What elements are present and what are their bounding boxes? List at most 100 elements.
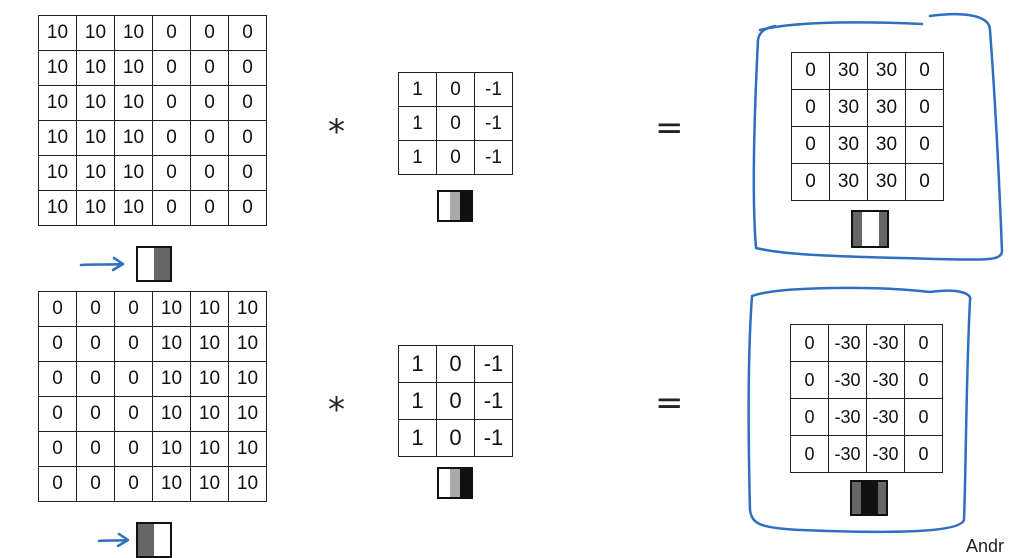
matrix-cell: 10 — [190, 291, 229, 327]
matrix-cell: -1 — [474, 140, 513, 175]
output-icon-stripe-1 — [853, 212, 862, 246]
matrix-cell: 10 — [190, 431, 229, 467]
matrix-cell: 10 — [38, 120, 77, 156]
highlight-outline-bottom — [747, 286, 972, 534]
matrix-cell: 0 — [904, 398, 943, 436]
matrix-cell: 10 — [190, 396, 229, 432]
matrix-cell: -30 — [828, 361, 867, 399]
output-icon-stripe-1 — [852, 482, 861, 514]
matrix-cell: 0 — [790, 324, 829, 362]
matrix-cell: -30 — [866, 398, 905, 436]
matrix-cell: 10 — [76, 190, 115, 226]
matrix-cell: 0 — [190, 155, 229, 191]
matrix-cell: 0 — [905, 163, 944, 201]
equals-sign-bottom: = — [655, 383, 684, 423]
matrix-cell: 30 — [867, 126, 906, 164]
matrix-cell: 0 — [38, 291, 77, 327]
convolution-operator-bottom: * — [328, 390, 345, 430]
matrix-cell: 0 — [790, 398, 829, 436]
matrix-cell: 10 — [76, 15, 115, 51]
matrix-cell: 10 — [152, 396, 191, 432]
matrix-cell: -1 — [474, 382, 513, 420]
matrix-cell: 0 — [228, 85, 267, 121]
matrix-cell: 1 — [398, 419, 437, 457]
highlight-outline-top — [752, 13, 1004, 261]
matrix-cell: 10 — [38, 155, 77, 191]
matrix-cell: 0 — [114, 396, 153, 432]
output-icon-stripe-2 — [861, 212, 870, 246]
matrix-cell: 10 — [152, 431, 191, 467]
matrix-cell: 10 — [228, 291, 267, 327]
output-icon-stripe-4 — [878, 212, 887, 246]
matrix-cell: 0 — [904, 435, 943, 473]
matrix-cell: 1 — [398, 72, 437, 107]
matrix-cell: 30 — [867, 89, 906, 127]
arrow-icon-top — [79, 256, 125, 272]
matrix-cell: 1 — [398, 106, 437, 141]
matrix-cell: 0 — [38, 396, 77, 432]
image-icon-stripe-2 — [154, 248, 170, 280]
matrix-cell: -1 — [474, 419, 513, 457]
matrix-cell: 0 — [436, 345, 475, 383]
matrix-cell: 0 — [114, 291, 153, 327]
kernel-icon-stripe-1 — [439, 192, 450, 220]
kernel-preview-icon-top — [437, 190, 473, 222]
arrow-icon-bottom — [97, 532, 130, 547]
output-icon-stripe-3 — [870, 212, 879, 246]
matrix-cell: 10 — [228, 466, 267, 502]
matrix-cell: 10 — [190, 466, 229, 502]
matrix-cell: 10 — [228, 326, 267, 362]
output-preview-icon-bottom — [850, 480, 888, 516]
matrix-cell: 30 — [829, 126, 868, 164]
matrix-cell: 0 — [76, 466, 115, 502]
matrix-cell: 0 — [152, 120, 191, 156]
matrix-cell: 0 — [436, 382, 475, 420]
output-icon-stripe-3 — [869, 482, 878, 514]
matrix-cell: 0 — [152, 15, 191, 51]
matrix-cell: 10 — [228, 431, 267, 467]
matrix-cell: 10 — [152, 326, 191, 362]
matrix-cell: 0 — [38, 326, 77, 362]
matrix-cell: 0 — [790, 361, 829, 399]
matrix-cell: 30 — [829, 163, 868, 201]
matrix-cell: -1 — [474, 72, 513, 107]
matrix-cell: 10 — [38, 50, 77, 86]
matrix-cell: 0 — [76, 431, 115, 467]
matrix-cell: 0 — [904, 361, 943, 399]
matrix-cell: 0 — [38, 466, 77, 502]
matrix-cell: 0 — [228, 155, 267, 191]
matrix-cell: 10 — [228, 361, 267, 397]
output-preview-icon-top — [851, 210, 889, 248]
matrix-cell: 0 — [114, 361, 153, 397]
kernel-icon-stripe-3 — [460, 192, 472, 220]
matrix-cell: 0 — [114, 431, 153, 467]
matrix-cell: -1 — [474, 106, 513, 141]
kernel-icon-stripe-3 — [460, 469, 472, 497]
matrix-cell: 10 — [38, 190, 77, 226]
matrix-cell: 0 — [905, 52, 944, 90]
matrix-cell: 0 — [791, 126, 830, 164]
matrix-cell: 0 — [152, 190, 191, 226]
matrix-cell: 10 — [190, 326, 229, 362]
output-icon-stripe-4 — [877, 482, 886, 514]
image-preview-icon-top — [136, 246, 172, 282]
